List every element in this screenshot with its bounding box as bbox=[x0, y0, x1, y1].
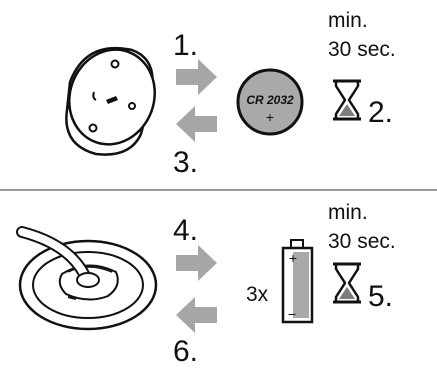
coin-battery-icon: CR 2032 + bbox=[236, 68, 304, 136]
battery-model-label: CR 2032 bbox=[246, 93, 294, 107]
step-label-4: 4. bbox=[173, 214, 198, 247]
battery-count-label: 3x bbox=[246, 283, 269, 306]
wait-note-line1: min. bbox=[328, 9, 368, 32]
wait-note-line1: min. bbox=[328, 201, 368, 224]
step-label-3: 3. bbox=[173, 146, 198, 179]
cabled-sensor-icon bbox=[16, 226, 158, 331]
battery-plus-label: + bbox=[266, 109, 274, 125]
arrow-left-icon bbox=[176, 106, 217, 142]
battery-plus-sign: + bbox=[289, 250, 297, 266]
wait-note-line2: 30 sec. bbox=[328, 38, 396, 61]
hourglass-icon bbox=[333, 262, 361, 304]
wait-note-line2: 30 sec. bbox=[328, 230, 396, 253]
battery-minus-sign: − bbox=[288, 306, 296, 322]
round-sensor-icon bbox=[65, 46, 156, 156]
hourglass-icon bbox=[333, 79, 361, 121]
arrow-right-icon bbox=[176, 245, 217, 281]
step-label-1: 1. bbox=[173, 29, 198, 62]
arrow-left-icon bbox=[176, 297, 217, 333]
step-label-6: 6. bbox=[173, 335, 198, 368]
arrow-right-icon bbox=[176, 59, 217, 95]
aa-battery-icon: + − bbox=[281, 239, 314, 324]
step-label-5: 5. bbox=[368, 280, 393, 313]
step-label-2: 2. bbox=[368, 96, 393, 129]
